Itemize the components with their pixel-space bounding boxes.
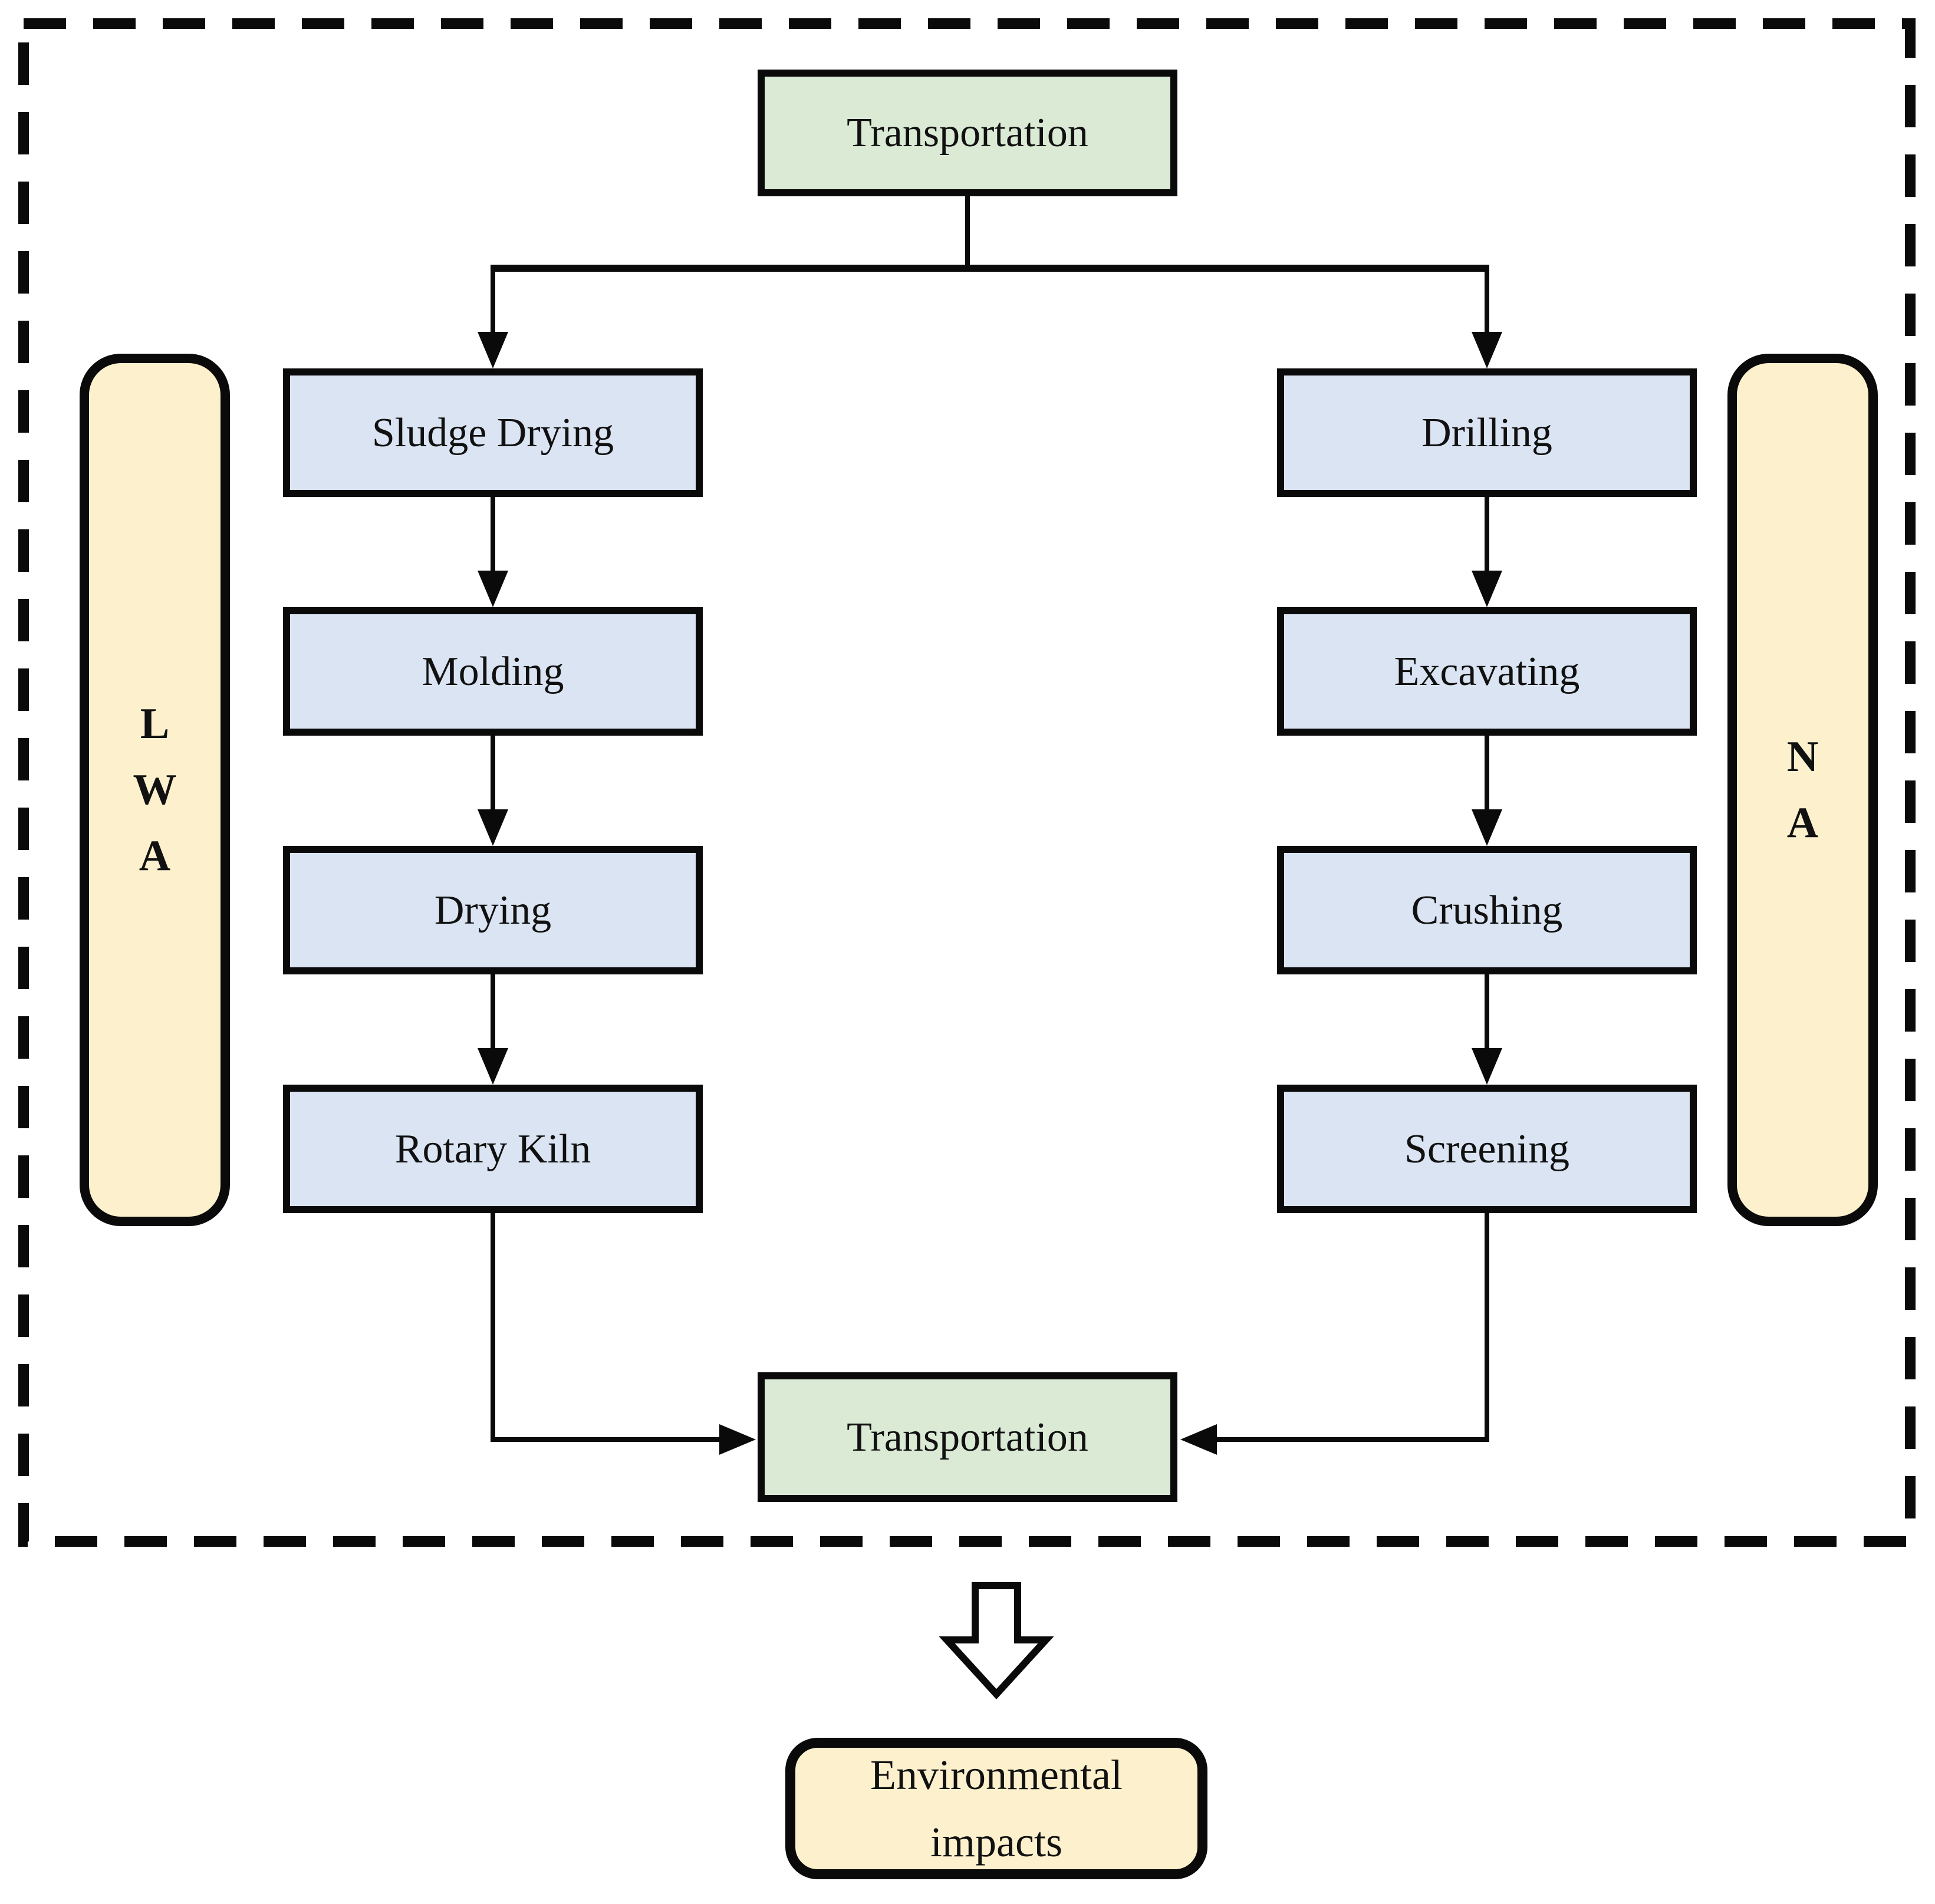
arrowhead-into-excavating (1472, 571, 1502, 607)
node-molding: Molding (283, 607, 703, 736)
node-crushing: Crushing (1277, 846, 1697, 974)
edge-screening-transportation (1216, 1213, 1489, 1442)
lwa-letter: A (139, 832, 171, 880)
label-lwa: L W A (80, 354, 230, 1226)
node-label: Rotary Kiln (394, 1126, 591, 1172)
arrowhead-into-sludge-drying (478, 332, 508, 368)
node-label: Transportation (847, 110, 1088, 156)
lwa-letter: W (133, 766, 177, 814)
node-sludge-drying: Sludge Drying (283, 368, 703, 497)
node-transportation-bottom: Transportation (758, 1372, 1177, 1502)
node-label: Sludge Drying (371, 410, 614, 456)
label-na: N A (1727, 354, 1878, 1226)
node-label: Drying (434, 887, 552, 933)
node-rotary-kiln: Rotary Kiln (283, 1085, 703, 1213)
edge-rotary-kiln-transportation (491, 1213, 720, 1442)
arrowhead-into-crushing (1472, 809, 1502, 846)
arrowhead-into-screening (1472, 1048, 1502, 1085)
node-label: Transportation (847, 1414, 1088, 1460)
na-letter: N (1786, 733, 1819, 781)
node-label: Drilling (1421, 410, 1552, 456)
node-drying: Drying (283, 846, 703, 974)
outcome-label-line1: Environmental (870, 1751, 1123, 1798)
node-excavating: Excavating (1277, 607, 1697, 736)
node-screening: Screening (1277, 1085, 1697, 1213)
node-label: Crushing (1411, 887, 1563, 933)
system-boundary-frame (18, 18, 1916, 1547)
arrowhead-into-molding (478, 571, 508, 607)
node-label: Screening (1404, 1126, 1569, 1172)
arrowhead-into-drying (478, 809, 508, 846)
lwa-letter: L (140, 700, 170, 748)
node-label: Excavating (1394, 648, 1580, 694)
node-environmental-impacts: Environmental impacts (785, 1738, 1207, 1879)
arrowhead-into-transportation-right (1180, 1424, 1217, 1455)
arrowhead-into-drilling (1472, 332, 1502, 368)
node-drilling: Drilling (1277, 368, 1697, 497)
arrowhead-into-transportation-left (719, 1424, 756, 1455)
outcome-label-line2: impacts (930, 1819, 1062, 1866)
node-transportation-top: Transportation (758, 70, 1177, 196)
arrowhead-into-rotary-kiln (478, 1048, 508, 1085)
block-arrow-down-icon (939, 1582, 1054, 1699)
na-letter: A (1786, 799, 1819, 847)
node-label: Molding (422, 648, 564, 694)
